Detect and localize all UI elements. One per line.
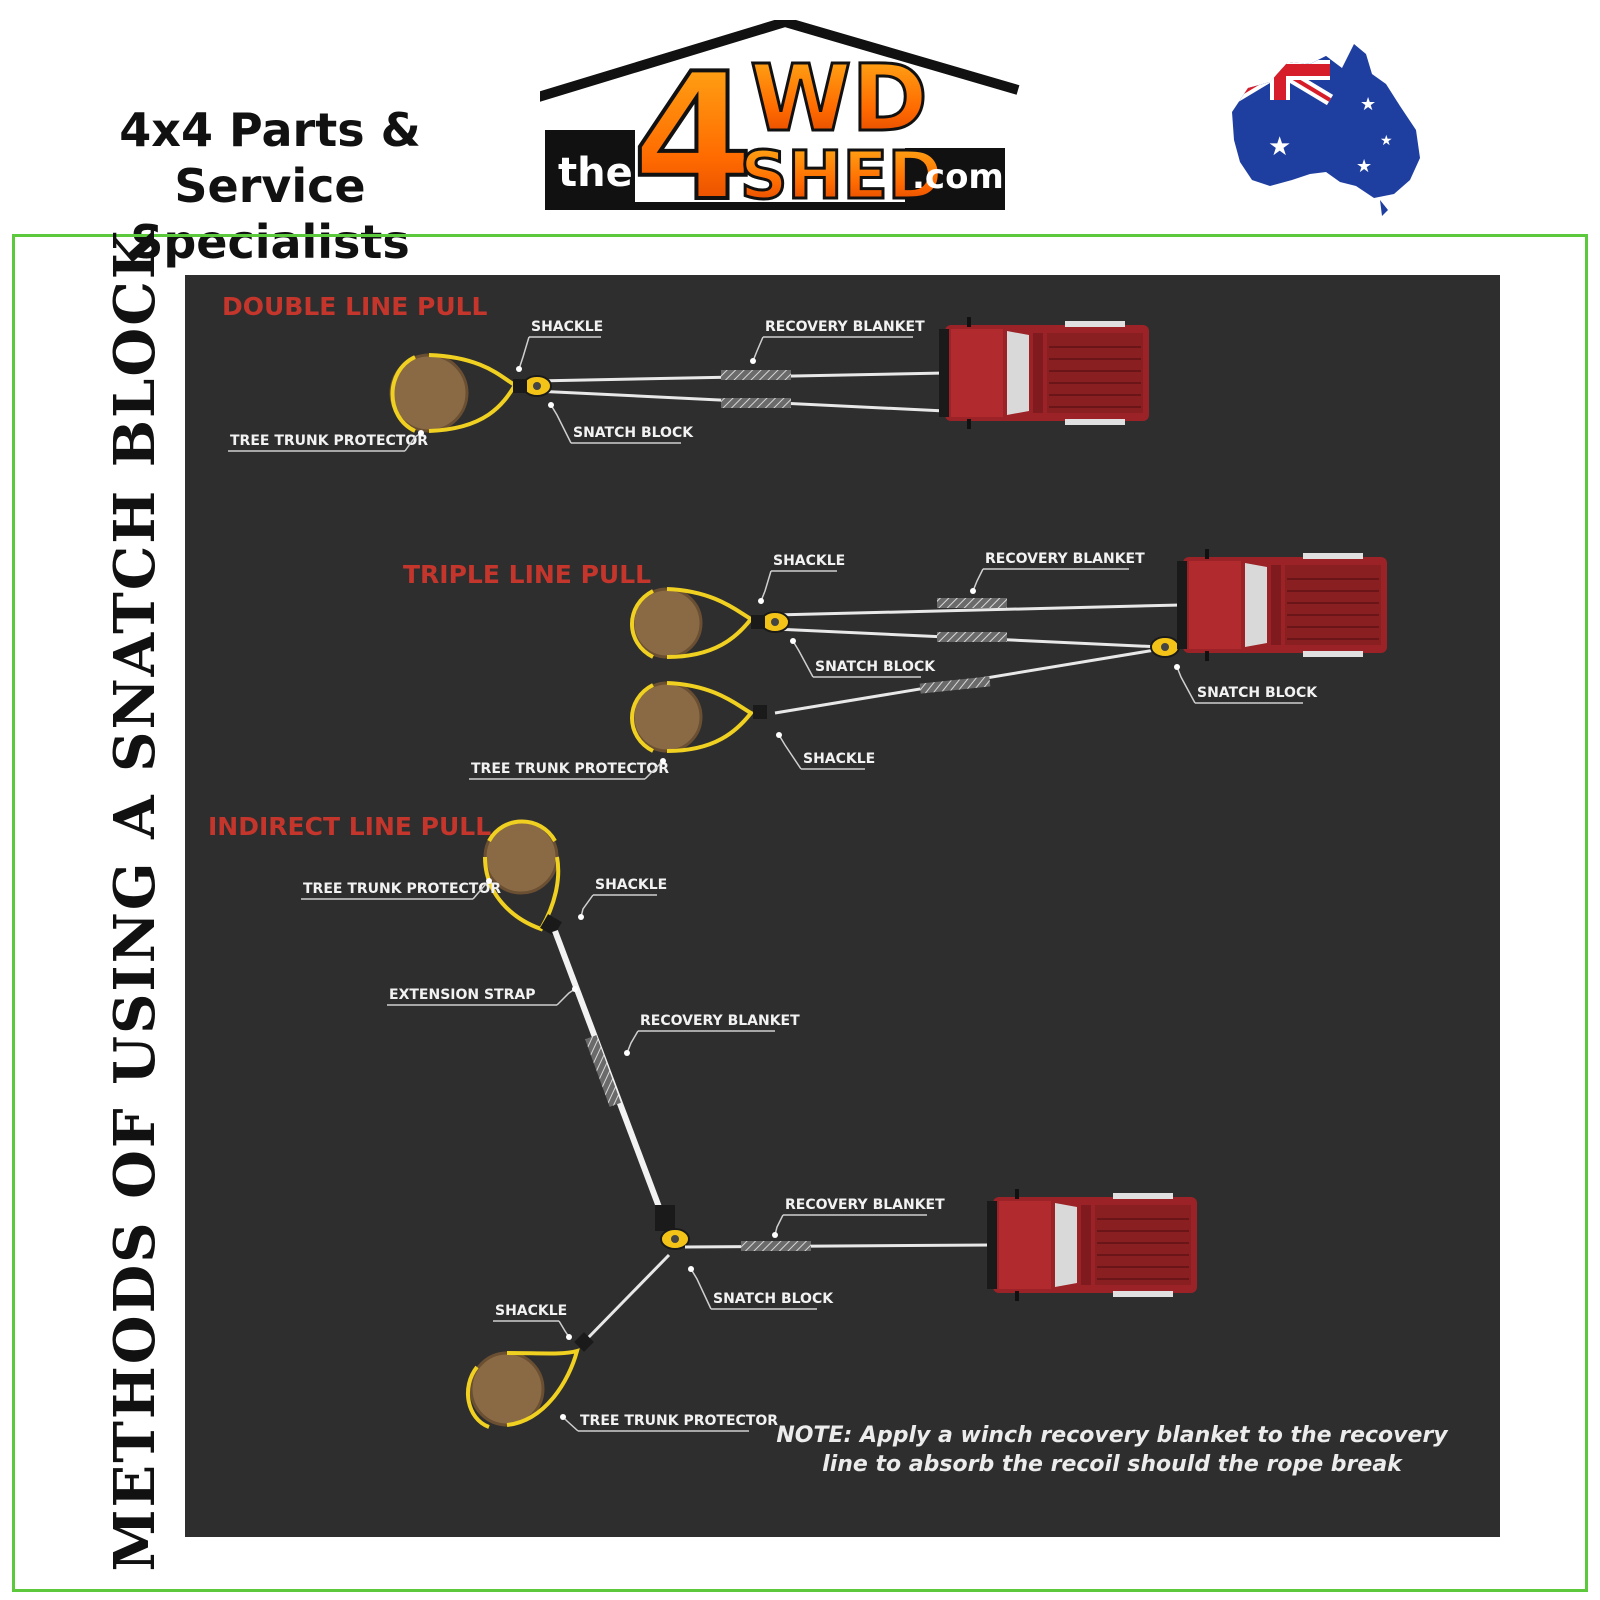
recovery-blanket-icon (585, 1035, 621, 1107)
recovery-blanket-label: RECOVERY BLANKET (640, 1013, 800, 1029)
tree-trunk-protector-label: TREE TRUNK PROTECTOR (230, 433, 428, 449)
tagline: 4x4 Parts & Service Specialists (20, 102, 520, 270)
shackle-icon (655, 1205, 675, 1231)
shackle-icon (513, 379, 527, 393)
logo-wd: WD (750, 45, 928, 152)
tree-icon (483, 819, 561, 932)
recovery-blanket-label: RECOVERY BLANKET (765, 319, 925, 335)
svg-text:★: ★ (1380, 133, 1393, 149)
double-heading: DOUBLE LINE PULL (222, 292, 488, 321)
shackle-label: SHACKLE (531, 319, 603, 335)
shackle-label: SHACKLE (773, 553, 845, 569)
extension-strap-label: EXTENSION STRAP (389, 987, 535, 1003)
tree-trunk-protector-label: TREE TRUNK PROTECTOR (303, 881, 501, 897)
recovery-blanket-icon (741, 1241, 811, 1251)
shackle-label: SHACKLE (495, 1303, 567, 1319)
tree-icon (630, 681, 754, 753)
shackle-label: SHACKLE (595, 877, 667, 893)
truck-icon (938, 316, 1150, 430)
4wd-shed-logo[interactable]: the 4 WD SHED .com (540, 20, 1040, 220)
shackle-icon (574, 1332, 594, 1352)
snatch-block-label: SNATCH BLOCK (573, 425, 694, 441)
diagram-frame (12, 234, 1588, 1592)
snatch-block-label: SNATCH BLOCK (1197, 685, 1318, 701)
recovery-blanket-icon (721, 370, 791, 380)
logo-the: the (558, 150, 633, 196)
triple-heading: TRIPLE LINE PULL (403, 560, 651, 589)
tree-icon (465, 1348, 580, 1429)
shackle-label: SHACKLE (803, 751, 875, 767)
triple-line-pull: TRIPLE LINE PULL SHACKLE RECOVERY BLANKE… (403, 548, 1388, 780)
indirect-line-pull: INDIRECT LINE PULL TREE TRUNK PROTECTOR … (208, 812, 1198, 1432)
recovery-blanket-icon (937, 598, 1007, 608)
recovery-blanket-icon (919, 676, 991, 694)
recovery-blanket-label: RECOVERY BLANKET (985, 551, 1145, 567)
snatch-block-icon (1150, 636, 1180, 658)
recovery-blanket-icon (937, 632, 1007, 642)
snatch-block-icon (660, 1228, 690, 1250)
recovery-blanket-label: RECOVERY BLANKET (785, 1197, 945, 1213)
double-line-pull: DOUBLE LINE PULL SHACKLE RECOVERY BLANKE… (222, 292, 1150, 452)
tree-icon (389, 353, 518, 433)
tagline-line2: Specialists (130, 215, 410, 269)
note-line1: NOTE: Apply a winch recovery blanket to … (776, 1423, 1449, 1448)
logo-dotcom: .com (912, 157, 1004, 197)
note-line2: line to absorb the recoil should the rop… (822, 1452, 1403, 1477)
svg-text:★: ★ (1360, 94, 1376, 115)
truck-icon (1176, 548, 1388, 662)
logo-shed: SHED (740, 137, 943, 214)
truck-icon (986, 1188, 1198, 1302)
snatch-block-icon (522, 375, 552, 397)
indirect-heading: INDIRECT LINE PULL (208, 812, 491, 841)
tagline-line1: 4x4 Parts & Service (119, 103, 421, 213)
svg-text:★: ★ (1356, 156, 1372, 177)
tree-icon (630, 587, 754, 659)
tree-trunk-protector-label: TREE TRUNK PROTECTOR (580, 1413, 778, 1429)
diagram-panel: DOUBLE LINE PULL SHACKLE RECOVERY BLANKE… (185, 275, 1500, 1537)
recovery-blanket-icon (721, 398, 791, 408)
shackle-icon (753, 705, 767, 719)
shackle-icon (751, 615, 765, 629)
australia-flag-map-icon: ★ ★ ★ ★ (1232, 44, 1420, 216)
snatch-block-icon (760, 611, 790, 633)
tree-trunk-protector-label: TREE TRUNK PROTECTOR (471, 761, 669, 777)
svg-text:★: ★ (1268, 132, 1291, 162)
snatch-block-label: SNATCH BLOCK (713, 1291, 834, 1307)
diagram-title: METHODS OF USING A SNATCH BLOCK (102, 228, 168, 1572)
snatch-block-label: SNATCH BLOCK (815, 659, 936, 675)
logo-four: 4 (632, 37, 754, 220)
